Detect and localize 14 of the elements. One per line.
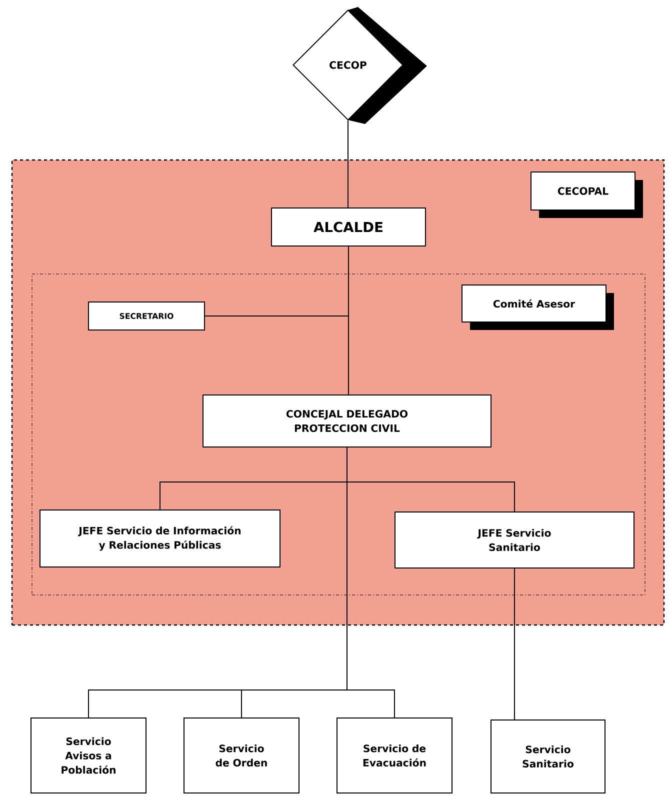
box: CONCEJAL DELEGADO PROTECCION CIVIL xyxy=(202,394,492,448)
box: Servicio de Evacuación xyxy=(336,718,452,794)
box: Servicio de Orden xyxy=(184,718,300,794)
box: Servicio Avisos a Población xyxy=(30,718,146,794)
box: Comité Asesor xyxy=(462,284,614,330)
connector-line xyxy=(204,246,349,316)
connector-line xyxy=(346,447,395,718)
dashed-region xyxy=(32,274,646,596)
box: ALCALDE xyxy=(271,208,426,246)
box: JEFE Servicio Sanitario xyxy=(394,512,634,568)
box: Servicio Sanitario xyxy=(490,720,606,794)
box: CECOPAL xyxy=(530,172,643,218)
connector-line xyxy=(514,568,515,720)
box: JEFE Servicio de Información y Relaciones Públicas xyxy=(40,510,280,568)
